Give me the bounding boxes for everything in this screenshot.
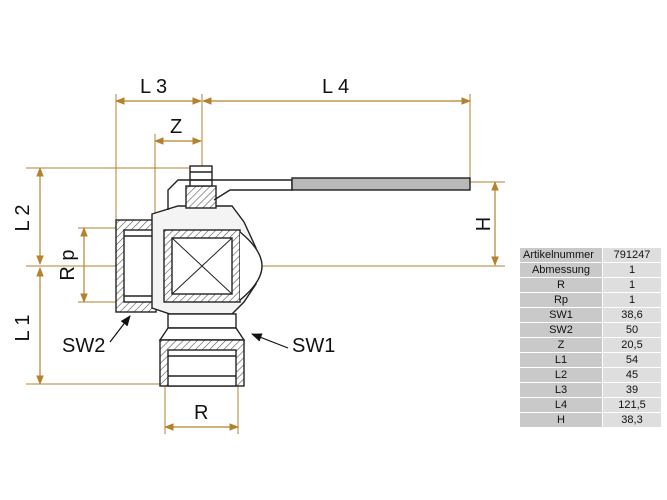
sw2-leader [109, 315, 131, 343]
table-row-key: Abmessung [519, 262, 603, 278]
table-row-value: 38,6 [602, 307, 662, 323]
table-row-key: Z [519, 337, 603, 353]
table-row-key: L1 [519, 352, 603, 368]
valve-body [115, 165, 471, 387]
r-label: R [194, 402, 208, 424]
outlet-neck [167, 313, 237, 329]
h-label: H [473, 217, 495, 231]
table-row-value: 121,5 [602, 397, 662, 413]
table-row-key: R [519, 277, 603, 293]
table-row-key: L2 [519, 367, 603, 383]
table-row-value: 45 [602, 367, 662, 383]
sw1-label: SW1 [292, 335, 335, 357]
table-row-value: 1 [602, 277, 662, 293]
rp-label: R p [57, 249, 79, 280]
table-row-key: Rp [519, 292, 603, 308]
sw1-leader [250, 333, 289, 349]
table-header-value: 791247 [602, 247, 662, 263]
l1-label: L 1 [12, 314, 34, 341]
table-row-value: 54 [602, 352, 662, 368]
extension-lines [26, 94, 505, 434]
z-label: Z [170, 116, 182, 138]
table-row-key: SW1 [519, 307, 603, 323]
stem-nut [189, 165, 213, 187]
valve-stem [185, 185, 217, 209]
l2-label: L 2 [12, 204, 34, 231]
table-header-key: Artikelnummer [519, 247, 603, 263]
table-row-value: 50 [602, 322, 662, 338]
table-row-key: L4 [519, 397, 603, 413]
dimension-lines [36, 97, 499, 431]
table-row-key: SW2 [519, 322, 603, 338]
table-row-value: 38,3 [602, 412, 662, 428]
sw2-label: SW2 [62, 335, 105, 357]
table-row-value: 20,5 [602, 337, 662, 353]
table-row-value: 1 [602, 292, 662, 308]
table-row-key: H [519, 412, 603, 428]
table-row-value: 39 [602, 382, 662, 398]
l3-label: L 3 [140, 76, 167, 98]
l4-label: L 4 [322, 76, 349, 98]
table-row-key: L3 [519, 382, 603, 398]
table-header-row: Artikelnummer 791247 [519, 247, 662, 263]
lever-grip [291, 177, 471, 191]
table-row-value: 1 [602, 262, 662, 278]
